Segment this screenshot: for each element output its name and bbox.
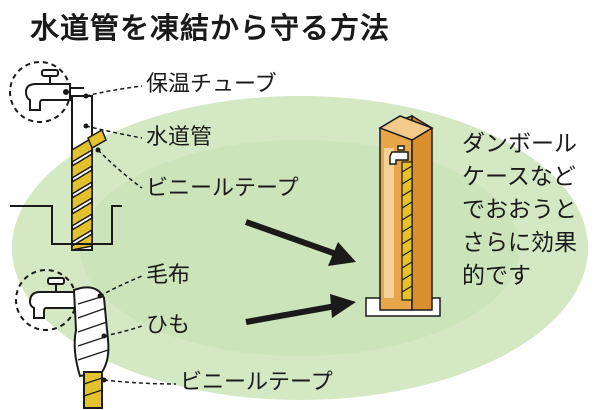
label-water-pipe: 水道管	[146, 125, 213, 150]
page-title: 水道管を凍結から守る方法	[30, 11, 391, 45]
label-string: ひも	[146, 313, 191, 338]
top-faucet-icon	[24, 69, 84, 111]
note-line: でおおうと	[462, 197, 577, 223]
box-top	[378, 115, 434, 141]
note-line: ケースなど	[462, 164, 576, 190]
note-line: さらに効果	[462, 230, 577, 256]
top-tape-band	[87, 128, 107, 150]
arrow-bottom-head	[330, 294, 356, 318]
arrow-top-head	[328, 242, 356, 266]
top-leader-lines	[83, 85, 143, 189]
box-right-face	[411, 114, 433, 311]
box-note: ダンボール ケースなど でおおうと さらに効果 的です	[462, 128, 602, 293]
bottom-blanket-wrap	[72, 286, 110, 378]
label-vinyl-tape-bottom: ビニールテープ	[180, 370, 333, 395]
note-line: 的です	[462, 263, 531, 289]
box-highlight	[384, 148, 394, 298]
arrows	[244, 219, 356, 325]
box-inner-pipe	[401, 161, 413, 301]
top-ground-box	[10, 205, 122, 245]
arrow-bottom	[245, 303, 337, 325]
bottom-spiral-tape	[83, 377, 103, 397]
bottom-faucet-icon	[28, 277, 77, 319]
bottom-leader-lines	[97, 275, 177, 385]
box-inner-faucet-icon	[389, 145, 409, 165]
note-line: ダンボール	[462, 131, 577, 157]
cardboard-box	[365, 114, 441, 317]
bottom-faucet-assembly	[15, 269, 110, 409]
top-spiral-tape	[71, 136, 93, 251]
label-vinyl-tape-top: ビニールテープ	[146, 176, 299, 201]
bottom-pipe-lower	[83, 371, 103, 409]
label-blanket: 毛布	[146, 263, 191, 288]
label-insulation-tube: 保温チューブ	[146, 72, 277, 97]
arrow-top	[244, 219, 338, 257]
top-faucet-assembly	[9, 61, 122, 251]
